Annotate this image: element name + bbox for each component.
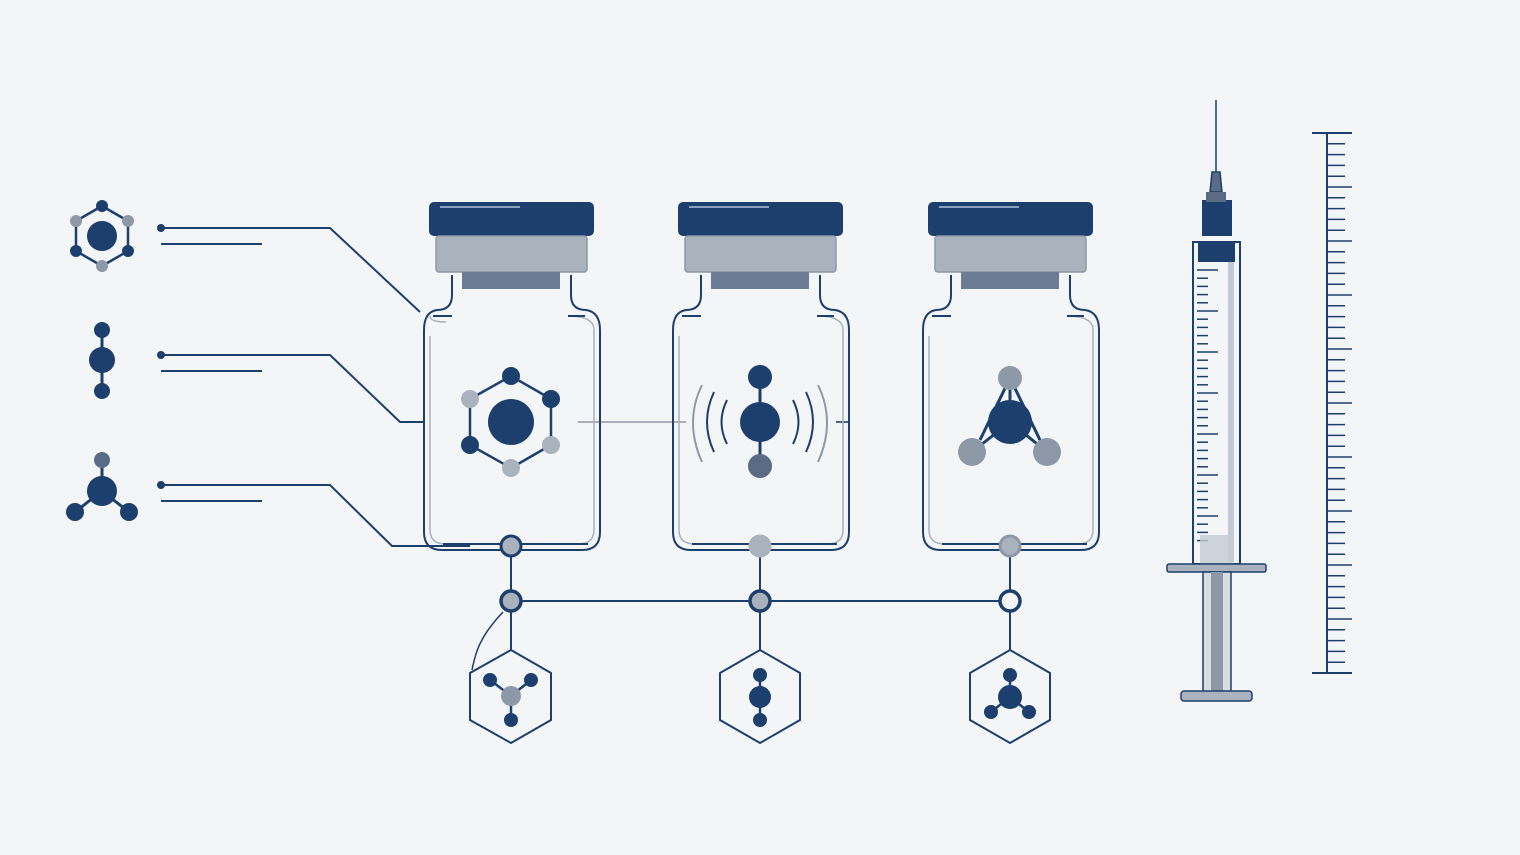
connection-network bbox=[471, 534, 1022, 671]
node bbox=[748, 534, 772, 558]
trigonal-molecule-icon bbox=[958, 366, 1061, 466]
branched-molecule-icon bbox=[469, 648, 552, 745]
node bbox=[998, 534, 1022, 558]
hexagon-ring-molecule-icon bbox=[70, 200, 134, 272]
legend bbox=[66, 200, 138, 521]
vial-2 bbox=[672, 202, 850, 551]
node bbox=[499, 589, 523, 613]
vial-1 bbox=[423, 202, 601, 551]
syringe-icon bbox=[1166, 100, 1267, 702]
measurement-ruler-icon bbox=[1312, 132, 1352, 674]
linear-chain-molecule-icon bbox=[89, 322, 115, 399]
hex-badges bbox=[469, 648, 1051, 745]
vibrating-linear-molecule-icon bbox=[692, 365, 828, 478]
vial-3 bbox=[922, 202, 1100, 551]
trigonal-molecule-icon bbox=[66, 452, 138, 521]
linear-chain-molecule-icon bbox=[719, 648, 801, 745]
node bbox=[748, 589, 772, 613]
trigonal-molecule-icon bbox=[969, 648, 1051, 745]
node bbox=[499, 534, 523, 558]
legend-connectors bbox=[157, 224, 470, 547]
node bbox=[998, 589, 1022, 613]
hexagon-ring-molecule-icon bbox=[461, 367, 560, 477]
